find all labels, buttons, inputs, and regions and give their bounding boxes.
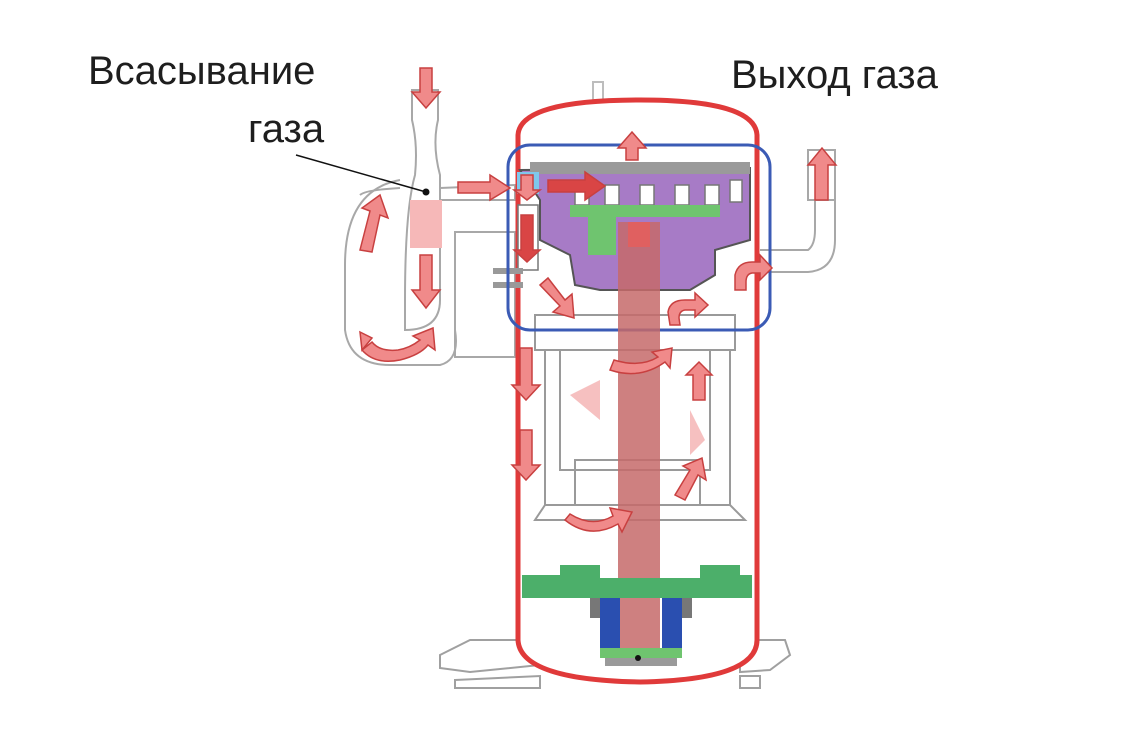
motor-detail	[570, 380, 600, 420]
suction-leader-dot	[422, 188, 430, 196]
arrow-down-icon	[510, 347, 542, 402]
suction-label-line2: газа	[248, 107, 325, 151]
top-fitting	[592, 81, 604, 101]
suction-label-line1: Всасывание	[88, 49, 316, 93]
arrow-diagonal-icon	[538, 276, 575, 320]
arrow-curve-icon	[563, 507, 634, 534]
arrow-down-icon	[410, 67, 442, 110]
lower-bearing	[522, 565, 752, 666]
arrow-curve-icon	[734, 253, 774, 291]
flow-arrows	[359, 67, 838, 534]
motor-detail	[690, 410, 705, 455]
arrow-right-icon	[457, 173, 512, 202]
arrow-curve-icon	[667, 291, 710, 326]
arrow-down-icon	[510, 429, 542, 482]
arrow-up-icon	[359, 193, 390, 253]
arrow-up-icon	[616, 130, 648, 161]
arrow-down-icon	[512, 214, 542, 264]
arrow-down-icon	[511, 174, 543, 201]
suction-accumulator	[344, 89, 516, 366]
accumulator-liquid	[410, 200, 442, 248]
arrow-curve-icon	[609, 347, 673, 375]
suction-leader-line	[295, 154, 427, 193]
arrow-diagonal-icon	[673, 456, 708, 502]
arrow-up-icon	[684, 360, 714, 401]
arrow-right-icon	[547, 170, 607, 202]
arrow-curve-icon	[360, 326, 436, 362]
arrow-down-icon	[410, 254, 442, 310]
discharge-label: Выход газа	[731, 53, 938, 97]
arrow-up-icon	[806, 146, 838, 201]
